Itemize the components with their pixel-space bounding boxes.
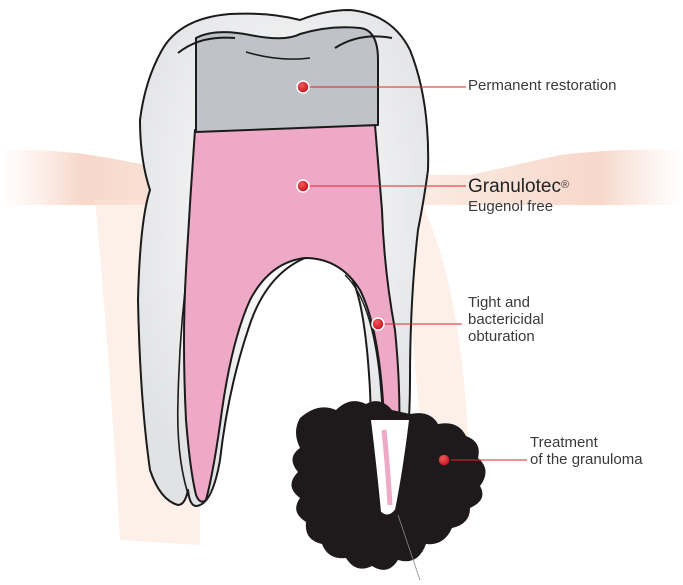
label-granulotec-subtitle: Eugenol free <box>468 198 569 215</box>
label-permanent-restoration-text: Permanent restoration <box>468 77 616 94</box>
pointer-dot-restoration <box>297 81 309 93</box>
label-obturation: Tight and bactericidal obturation <box>468 294 544 345</box>
label-granulotec-mark: ® <box>561 179 569 191</box>
label-obturation-line1: Tight and <box>468 294 544 311</box>
pointer-dot-obturation <box>372 318 384 330</box>
label-granulotec-name: Granulotec <box>468 176 561 197</box>
label-granulotec: Granulotec® Eugenol free <box>468 176 569 215</box>
label-obturation-line3: obturation <box>468 328 544 345</box>
permanent-restoration-filling <box>196 27 378 132</box>
label-permanent-restoration: Permanent restoration <box>468 77 616 94</box>
label-granuloma-line2: of the granuloma <box>530 451 643 468</box>
label-granuloma: Treatment of the granuloma <box>530 434 643 468</box>
label-obturation-line2: bactericidal <box>468 311 544 328</box>
pointer-dot-granulotec <box>297 180 309 192</box>
label-granuloma-line1: Treatment <box>530 434 643 451</box>
pointer-dot-granuloma <box>438 454 450 466</box>
